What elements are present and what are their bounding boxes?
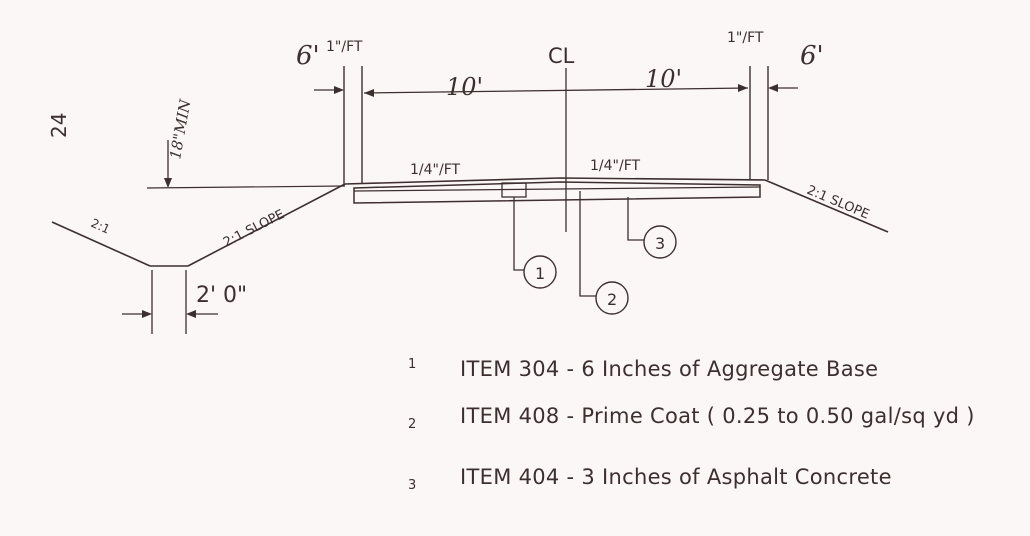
callout-2-label: 2 xyxy=(607,290,617,309)
centerline-label: CL xyxy=(548,44,575,68)
left-shoulder-slope: 1"/FT xyxy=(326,39,363,55)
ditch-backslope: 2:1 xyxy=(89,216,112,237)
legend-item-2: ITEM 408 - Prime Coat ( 0.25 to 0.50 gal… xyxy=(460,404,975,428)
legend-num-2: 2 xyxy=(408,417,416,432)
ditch-depth: 18"MIN xyxy=(166,97,194,160)
callout-1: 1 xyxy=(513,197,557,289)
right-lane-width: 10' xyxy=(645,65,682,93)
legend-item-3: ITEM 404 - 3 Inches of Asphalt Concrete xyxy=(460,465,892,489)
ditch-bottom-width: 2' 0" xyxy=(196,283,247,308)
legend-num-1: 1 xyxy=(408,357,416,372)
ground-profile xyxy=(51,177,889,267)
legend: 1 ITEM 304 - 6 Inches of Aggregate Base … xyxy=(408,357,975,493)
callout-3: 3 xyxy=(627,197,677,259)
right-shoulder-width: 6' xyxy=(800,41,824,71)
callout-2: 2 xyxy=(579,191,629,315)
legend-num-3: 3 xyxy=(408,478,416,493)
callout-1-label: 1 xyxy=(535,264,545,283)
callout-3-label: 3 xyxy=(655,234,665,253)
pavement-section xyxy=(353,181,761,204)
right-fill-slope: 2:1 SLOPE xyxy=(804,183,871,223)
left-pavement-slope: 1/4"/FT xyxy=(410,162,460,178)
left-shoulder-width: 6' xyxy=(296,41,320,71)
left-fill-slope: 2:1 SLOPE xyxy=(221,207,287,250)
dimension-lines xyxy=(122,66,798,334)
centerline: CL xyxy=(548,44,575,232)
right-pavement-slope: 1/4"/FT xyxy=(590,158,640,174)
left-lane-width: 10' xyxy=(446,73,483,101)
legend-item-1: ITEM 304 - 6 Inches of Aggregate Base xyxy=(460,357,878,381)
right-shoulder-slope: 1"/FT xyxy=(727,30,764,46)
page-number: 24 xyxy=(47,113,71,138)
